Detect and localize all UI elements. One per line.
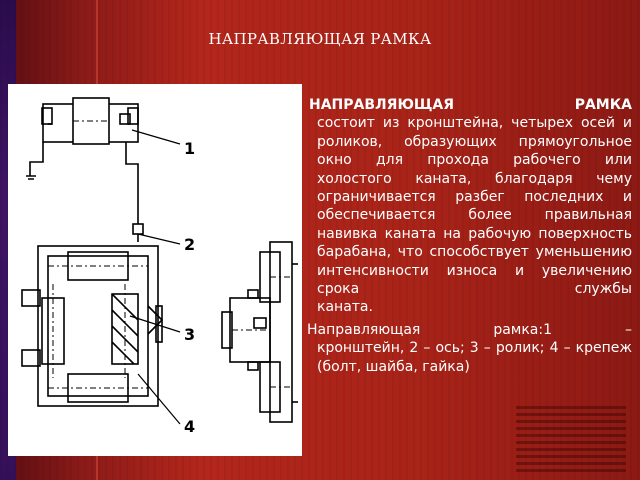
top-view-bracket — [26, 97, 144, 242]
technical-drawing: 1 2 3 4 — [8, 84, 302, 456]
description-paragraph: НАПРАВЛЯЮЩАЯ РАМКА состоит из кронштейна… — [307, 96, 632, 317]
paragraph-last-line: каната. — [317, 299, 373, 316]
description-text: НАПРАВЛЯЮЩАЯ РАМКА состоит из кронштейна… — [307, 96, 632, 376]
corner-decoration — [516, 402, 626, 472]
legend-rest: кронштейн, 2 – ось; 3 – ролик; 4 – крепе… — [317, 340, 632, 375]
legend-paragraph: Направляющая рамка:1 – кронштейн, 2 – ос… — [307, 321, 632, 376]
paragraph-lead: НАПРАВЛЯЮЩАЯ РАМКА — [309, 97, 632, 113]
callout-leaders — [129, 129, 181, 425]
paragraph-body: состоит из кронштейна, четырех осей и ро… — [317, 115, 632, 298]
slide-title: НАПРАВЛЯЮЩАЯ РАМКА — [208, 30, 432, 48]
front-view-frame — [21, 245, 164, 407]
callout-2: 2 — [184, 235, 195, 254]
callout-3: 3 — [184, 325, 195, 344]
callout-1: 1 — [184, 139, 195, 158]
callout-4: 4 — [184, 417, 195, 436]
side-view-frame — [221, 241, 298, 423]
legend-first-line: Направляющая рамка:1 – — [307, 321, 632, 338]
guide-frame-drawing: 1 2 3 4 — [21, 97, 298, 436]
